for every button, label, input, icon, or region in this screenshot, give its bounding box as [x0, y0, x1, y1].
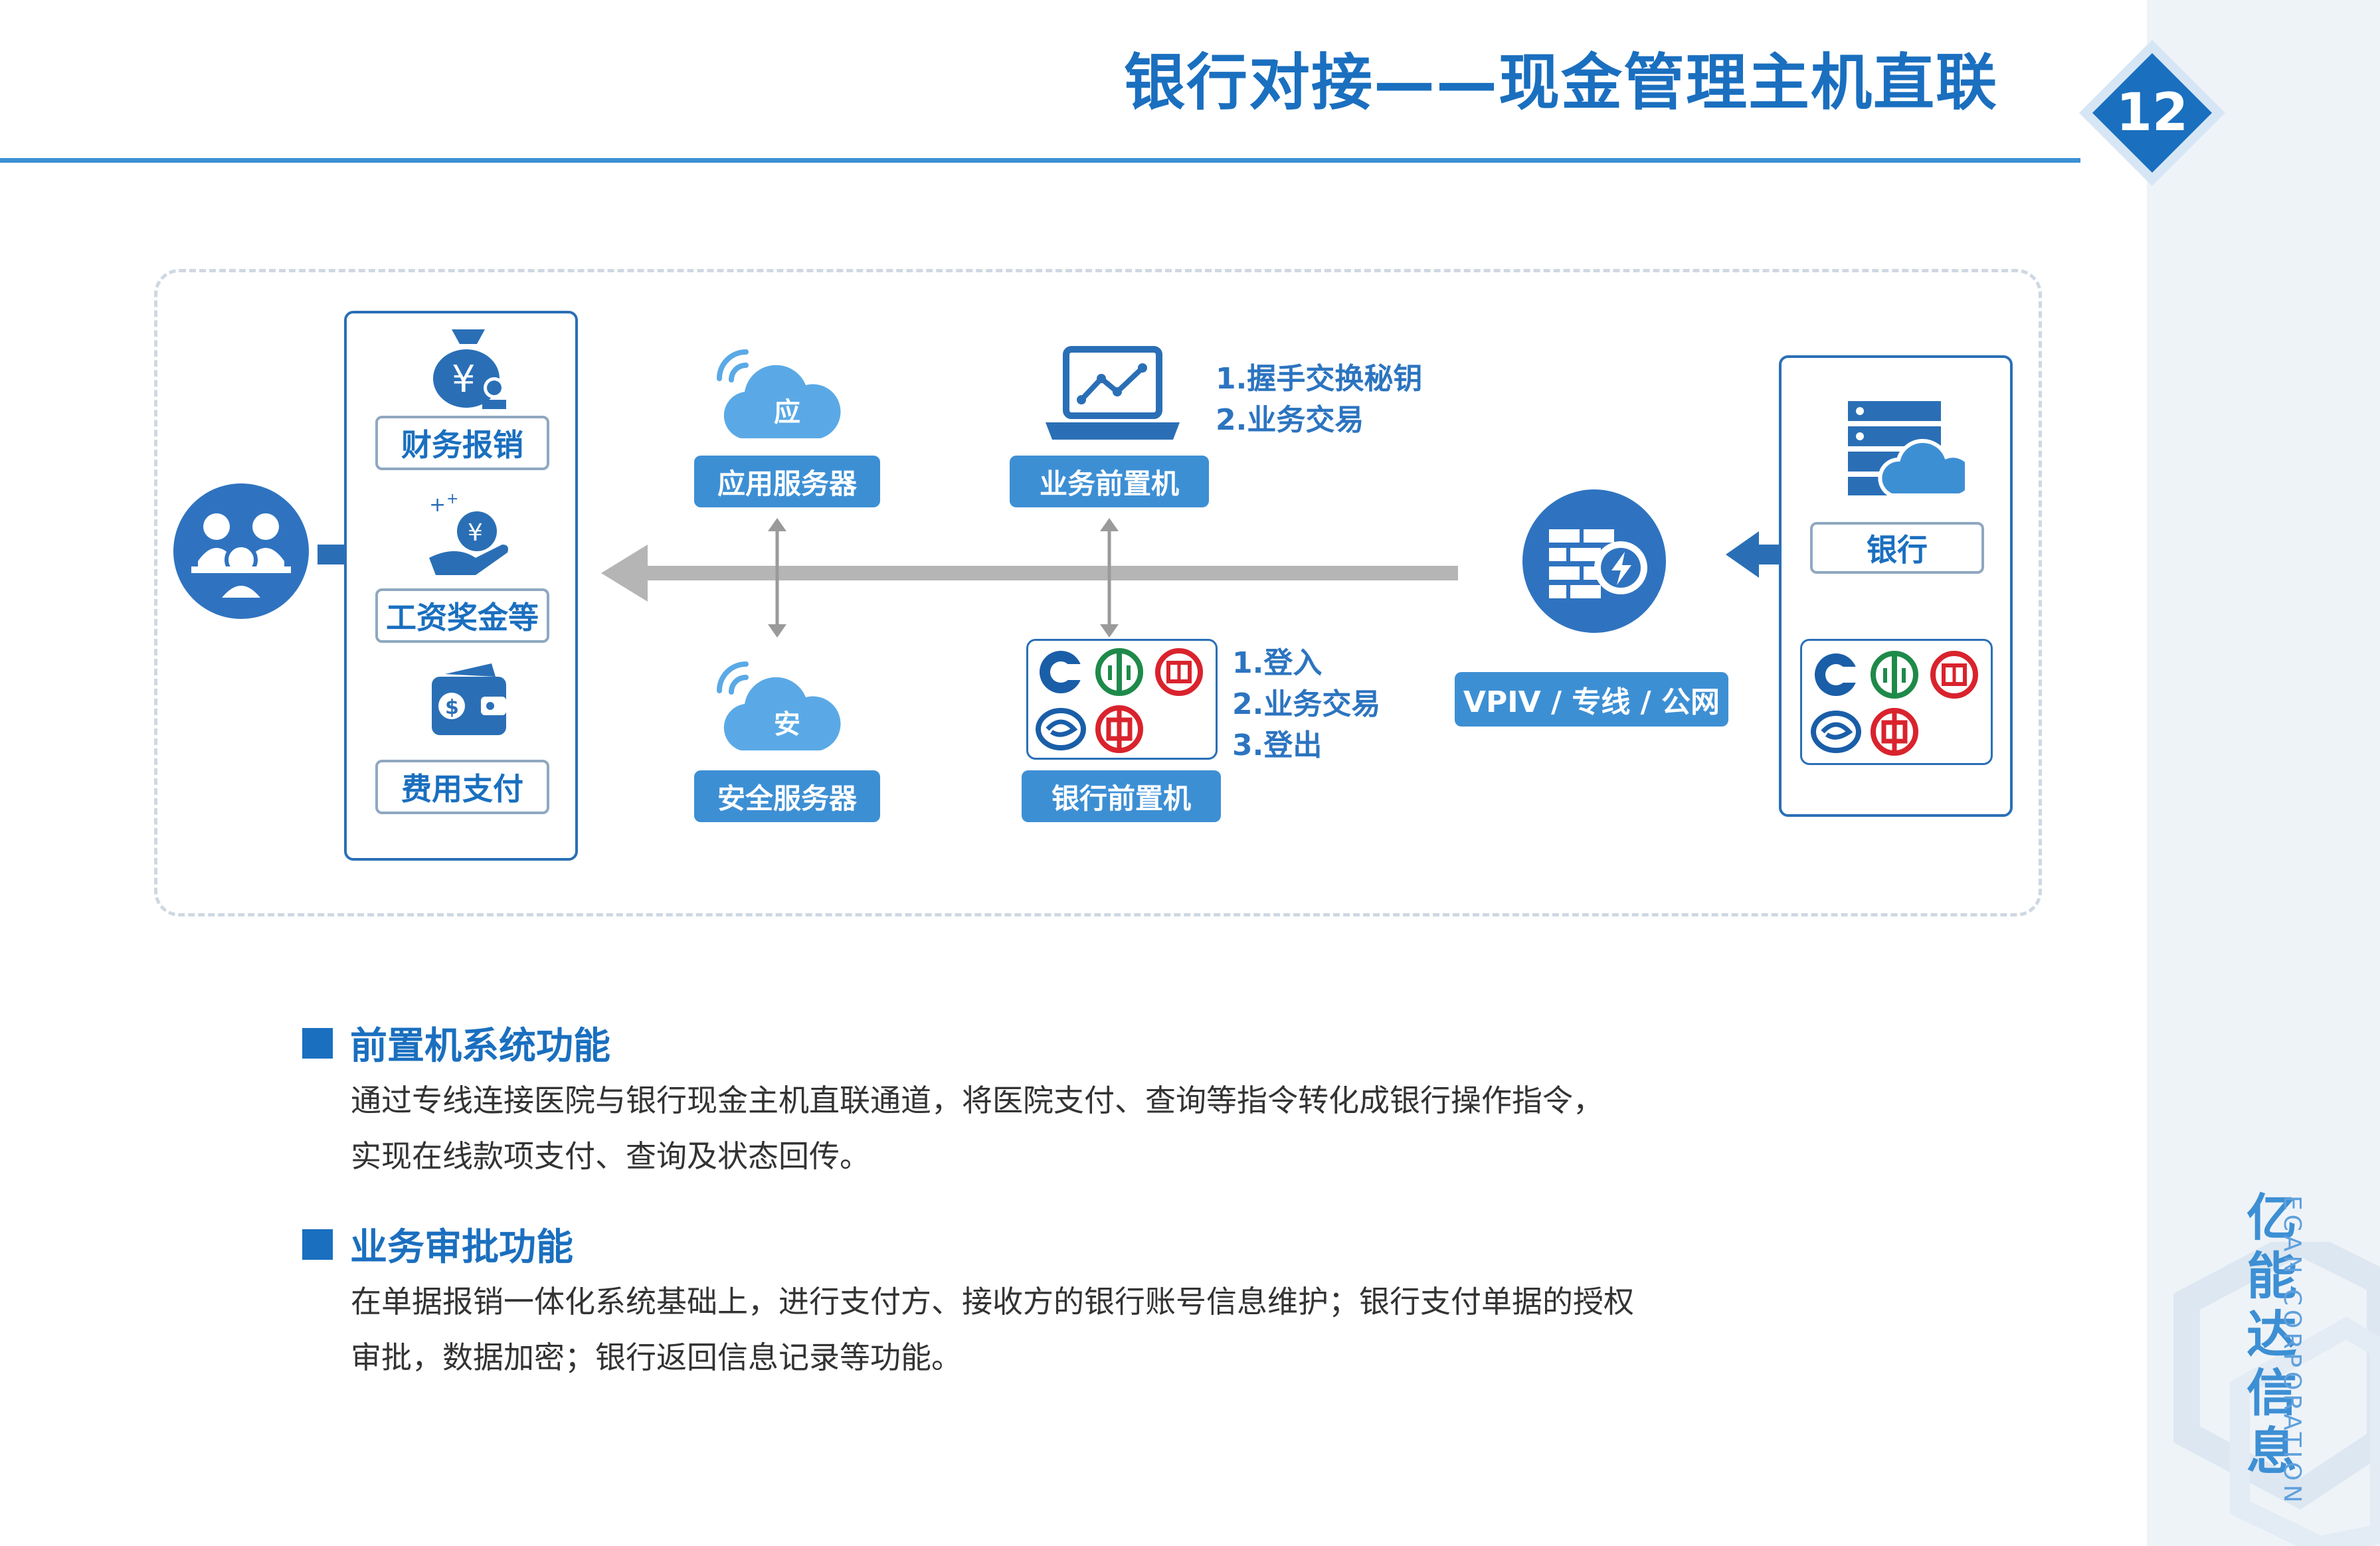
item-label-expense-payment: 费用支付 [375, 760, 549, 814]
bank-logos-icon [1036, 648, 1203, 753]
cloud-app-server-icon [717, 349, 841, 438]
bank-label: 银行 [1810, 522, 1984, 574]
note-bank-trade: 2.业务交易 [1232, 687, 1381, 721]
double-arrow-app-security [768, 518, 786, 638]
bullet-square-icon [302, 1027, 333, 1059]
svg-text:¥: ¥ [452, 358, 476, 401]
body-line: 实现在线款项支付、查询及状态回传。 [351, 1138, 870, 1174]
wallet-icon: $ [432, 663, 506, 735]
page-title: 银行对接——现金管理主机直联 [1123, 47, 1998, 118]
svg-text:+: + [429, 493, 446, 517]
svg-text:+: + [446, 491, 458, 507]
section-heading-frontend: 前置机系统功能 [302, 1016, 610, 1070]
page-number: 12 [2116, 83, 2189, 143]
business-frontend-label: 业务前置机 [1010, 456, 1209, 507]
section-body-frontend: 通过专线连接医院与银行现金主机直联通道，将医院支付、查询等指令转化成银行操作指令… [351, 1073, 1603, 1184]
security-server-label: 安全服务器 [694, 770, 880, 822]
svg-text:¥: ¥ [468, 519, 483, 547]
note-login: 1.登入 [1232, 646, 1323, 680]
bank-frontend-notes: 1.登入 2.业务交易 3.登出 [1232, 643, 1380, 766]
section-heading-approval: 业务审批功能 [302, 1217, 573, 1271]
body-line: 通过专线连接医院与银行现金主机直联通道，将医院支付、查询等指令转化成银行操作指令… [351, 1082, 1603, 1118]
item-label-salary-bonus: 工资奖金等 [375, 588, 549, 643]
svg-text:$: $ [445, 696, 459, 719]
network-channel-label: VPIV / 专线 / 公网 [1455, 672, 1728, 727]
note-handshake: 1.握手交换秘钥 [1216, 362, 1423, 396]
bullet-square-icon [302, 1229, 333, 1260]
business-frontend-notes: 1.握手交换秘钥 2.业务交易 [1216, 359, 1422, 441]
bank-server-cloud-icon [1848, 401, 1965, 497]
item-label-reimbursement: 财务报销 [375, 416, 549, 470]
security-server-glyph: 安 [774, 709, 800, 740]
section-body-approval: 在单据报销一体化系统基础上，进行支付方、接收方的银行账号信息维护；银行支付单据的… [351, 1274, 1634, 1385]
note-logout: 3.登出 [1232, 729, 1323, 762]
money-bag-yen-icon: ¥ [433, 329, 506, 409]
body-line: 审批，数据加密；银行返回信息记录等功能。 [351, 1339, 962, 1375]
page-badge-hexagon-icon [2079, 40, 2225, 186]
brand-name-en: ECAN CORPORATION [2278, 1195, 2306, 1507]
app-server-glyph: 应 [774, 397, 800, 428]
bank-frontend-label: 银行前置机 [1022, 770, 1221, 822]
data-flow-arrow [601, 545, 1458, 602]
body-line: 在单据报销一体化系统基础上，进行支付方、接收方的银行账号信息维护；银行支付单据的… [351, 1284, 1634, 1320]
diagram-frame [154, 269, 2042, 916]
section-title: 前置机系统功能 [350, 1025, 610, 1068]
title-divider [0, 158, 2080, 163]
section-title: 业务审批功能 [350, 1226, 573, 1269]
hexagon-decor [2173, 1242, 2380, 1546]
laptop-chart-icon [1046, 346, 1180, 440]
double-arrow-frontend [1100, 518, 1119, 638]
bank-panel-logos-icon [1811, 651, 1978, 756]
cloud-security-server-icon [717, 661, 841, 750]
brand-name-cn: 亿能达信息 [2246, 1188, 2297, 1481]
firewall-icon [1522, 489, 1666, 633]
note-business-trade: 2.业务交易 [1216, 403, 1364, 437]
users-group-icon [173, 483, 309, 619]
hand-money-bag-icon: + + ¥ [429, 491, 508, 575]
app-server-label: 应用服务器 [694, 456, 880, 507]
